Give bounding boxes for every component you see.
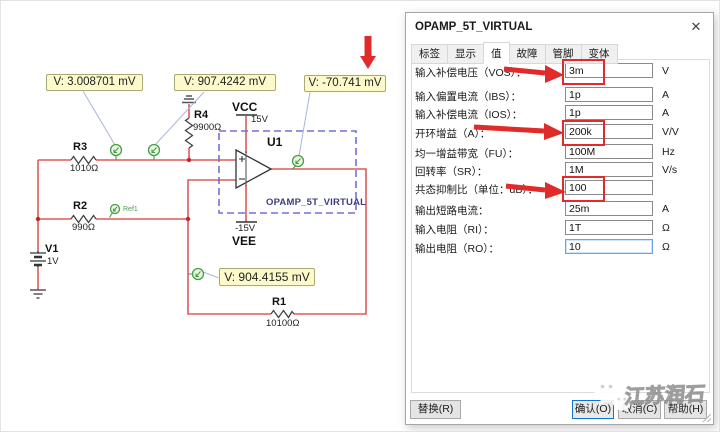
field-label-sr: 回转率（SR）： [415,166,488,178]
field-label-gain: 开环增益（A）： [415,128,491,140]
tab-bar: 标签显示值故障管脚变体 [411,42,618,64]
label-u1: U1 [267,135,283,149]
tab-display[interactable]: 显示 [447,44,484,64]
dialog-title: OPAMP_5T_VIRTUAL [415,21,533,33]
tab-value[interactable]: 值 [483,42,510,64]
field-label-cmrr: 共态抑制比（单位：dB）： [415,184,539,196]
field-input-cmrr[interactable]: 100 [565,180,653,195]
ok-button[interactable]: 确认(O) [572,400,614,419]
help-button[interactable]: 帮助(H) [664,400,707,419]
cancel-button[interactable]: 取消(C) [618,400,661,419]
ground-r4-icon [182,95,196,104]
field-label-ri: 输入电阻（RI）： [415,224,494,236]
value-vcc: 15V [251,114,268,125]
field-input-isc[interactable]: 25m [565,201,653,216]
opamp-u1[interactable] [235,148,273,190]
wires [37,104,367,315]
value-r3: 1010Ω [70,163,99,174]
value-r1: 10100Ω [266,318,300,329]
probe-value-2[interactable]: V: 907.4242 mV [174,74,276,91]
label-r4: R4 [194,109,209,121]
value-r2: 990Ω [72,222,95,233]
ground-v1-icon [30,289,46,299]
field-input-sr[interactable]: 1M [565,162,653,177]
junction-dots [35,157,192,222]
tab-label[interactable]: 标签 [411,44,448,64]
label-v1: V1 [45,243,59,255]
field-unit-isc: A [662,203,670,215]
resize-grip[interactable] [702,413,711,422]
field-unit-vos: V [662,65,670,77]
label-vcc: VCC [232,100,258,114]
field-unit-ibs: A [662,89,670,101]
field-unit-gain: V/V [662,126,679,138]
opamp-properties-dialog: OPAMP_5T_VIRTUAL ✕ 标签显示值故障管脚变体 输入补偿电压（VO… [405,12,714,425]
label-opamp-model: OPAMP_5T_VIRTUAL [266,197,367,208]
field-input-ri[interactable]: 1T [565,220,653,235]
tab-fault[interactable]: 故障 [508,44,546,64]
field-label-vos: 输入补偿电压（VOS）： [415,67,527,79]
resistor-r2[interactable] [70,214,97,224]
label-r2: R2 [73,200,88,212]
resistor-r1[interactable] [270,309,295,319]
field-input-fu[interactable]: 100M [565,144,653,159]
value-r4: 9900Ω [193,122,222,133]
red-down-arrow-icon [360,36,376,69]
field-label-ro: 输出电阻（RO）： [415,243,499,255]
label-r1: R1 [272,296,287,308]
label-r3: R3 [73,141,88,153]
field-unit-ri: Ω [662,222,670,234]
tab-variant[interactable]: 变体 [580,44,618,64]
field-label-isc: 输出短路电流： [415,205,489,217]
resistor-r4[interactable] [184,117,194,149]
schematic-canvas [30,36,376,319]
tab-pins[interactable]: 管脚 [544,44,582,64]
field-unit-fu: Hz [662,146,675,158]
field-input-vos[interactable]: 3m [565,63,653,78]
field-unit-ios: A [662,107,670,119]
field-unit-sr: V/s [662,164,678,176]
field-label-fu: 均一增益带宽（FU）： [415,148,519,160]
close-icon[interactable]: ✕ [690,19,702,34]
field-input-ro[interactable]: 10 [565,239,653,254]
value-v1: 1V [47,256,59,267]
replace-button[interactable]: 替换(R) [410,400,461,419]
field-input-ios[interactable]: 1p [565,105,653,120]
battery-v1[interactable] [30,251,46,267]
opamp-selection-box [218,130,357,214]
field-unit-ro: Ω [662,241,670,253]
field-label-ibs: 输入偏置电流（IBS）： [415,91,522,103]
field-input-ibs[interactable]: 1p [565,87,653,102]
field-input-gain[interactable]: 200k [565,124,653,139]
label-ref1: Ref1 [123,206,138,213]
probe-value-3[interactable]: V: -70.741 mV [304,75,386,92]
label-vee: VEE [232,234,257,248]
resistor-r3[interactable] [70,155,97,165]
probe-value-4[interactable]: V: 904.4155 mV [219,268,315,286]
value-vee: -15V [235,223,256,234]
probe-leader-lines [82,90,311,279]
value-tab-panel [411,59,710,393]
probe-value-1[interactable]: V: 3.008701 mV [46,74,143,91]
field-label-ios: 输入补偿电流（IOS）： [415,109,523,121]
probe-circles[interactable] [109,143,305,281]
